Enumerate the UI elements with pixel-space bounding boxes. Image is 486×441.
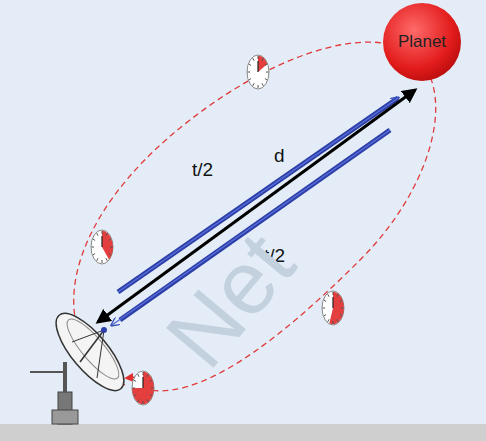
signal-path xyxy=(74,42,436,391)
planet-circle: Planet xyxy=(382,2,462,82)
clock-icon xyxy=(91,230,113,264)
distance-label: d xyxy=(272,146,287,167)
watermark: Net xyxy=(151,217,310,382)
clocks xyxy=(91,55,344,405)
clock-icon xyxy=(322,291,344,325)
radar-dish xyxy=(30,304,135,424)
clock-icon xyxy=(247,55,269,89)
planet-label: Planet xyxy=(398,32,446,52)
ground xyxy=(0,424,486,441)
clock-icon xyxy=(132,371,154,405)
time-label: t/2 xyxy=(190,160,215,181)
